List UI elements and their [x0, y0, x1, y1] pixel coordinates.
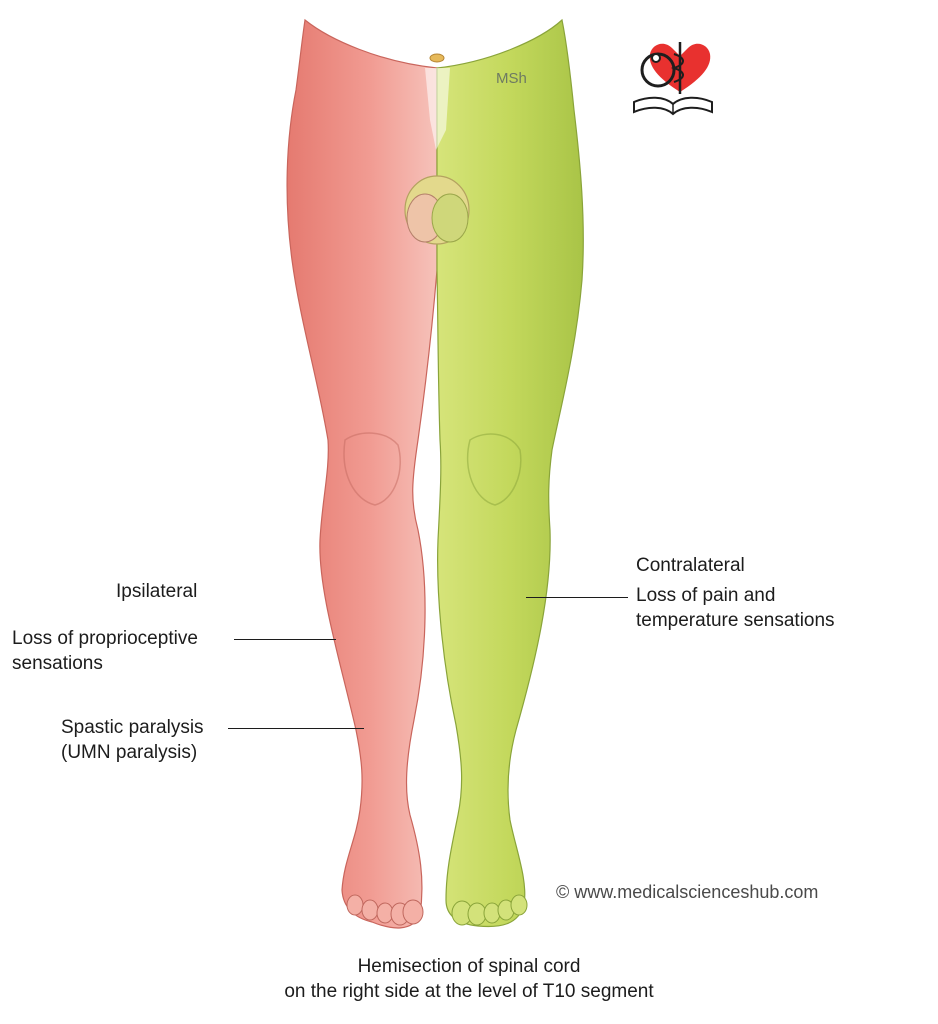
contralateral-leg [436, 18, 584, 928]
spastic-leader-line [228, 728, 364, 730]
pain-leader-line [526, 597, 628, 599]
toes-left-foot [451, 894, 528, 926]
proprioceptive-label-line1: Loss of proprioceptive [12, 628, 198, 649]
ipsilateral-leg [286, 18, 438, 929]
pain-label-line2: temperature sensations [636, 610, 835, 631]
genital-region [404, 175, 470, 245]
knee-details [343, 432, 522, 506]
ipsilateral-label: Ipsilateral [116, 581, 198, 602]
proprioceptive-leader-line [234, 639, 336, 641]
copyright-text: © www.medicalscienceshub.com [556, 882, 819, 902]
heart-caduceus-book-logo [633, 42, 713, 116]
midline-highlight [425, 68, 450, 150]
spastic-label-line1: Spastic paralysis [61, 717, 204, 738]
pain-label-line1: Loss of pain and [636, 585, 776, 606]
caption-line1: Hemisection of spinal cord [357, 956, 581, 977]
spastic-label-line2: (UMN paralysis) [61, 742, 198, 763]
navel-marker [429, 53, 445, 63]
proprioceptive-label-line2: sensations [12, 653, 103, 674]
caption-line2: on the right side at the level of T10 se… [284, 981, 654, 1002]
watermark-text: MSh [496, 70, 527, 87]
contralateral-label: Contralateral [636, 555, 745, 576]
toes-right-foot [346, 894, 424, 926]
